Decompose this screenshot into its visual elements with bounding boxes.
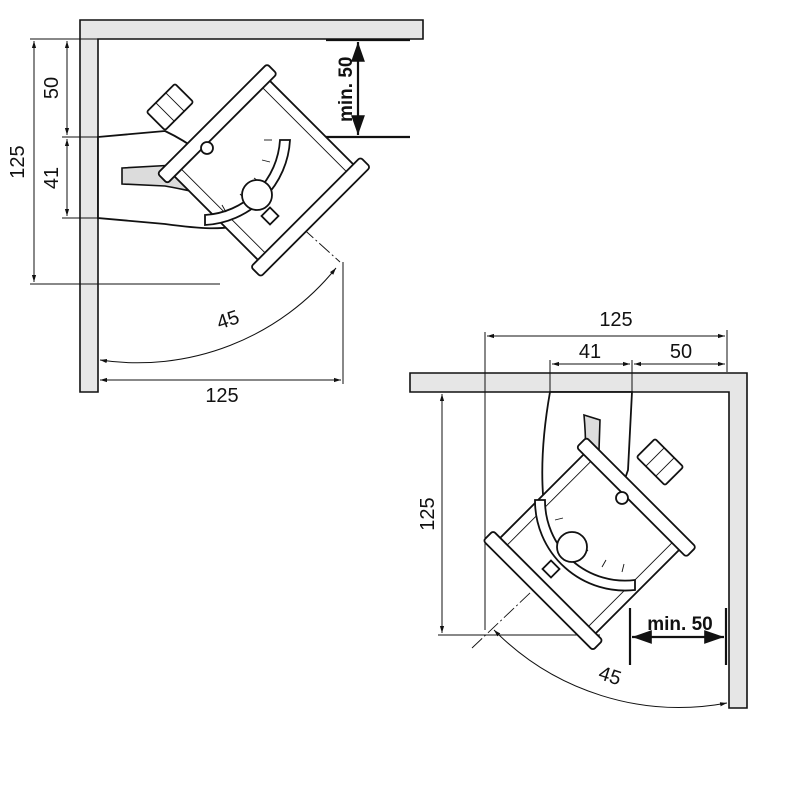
right-dim-45: 45 xyxy=(596,662,624,690)
left-dim-125-horizontal: 125 xyxy=(205,385,238,407)
left-dim-125-vertical: 125 xyxy=(7,145,29,178)
right-cable-gland xyxy=(636,438,684,486)
left-pivot-knob xyxy=(241,179,273,211)
left-angle-dimension: 45 xyxy=(99,267,337,364)
left-offset-dimensions: 50 41 xyxy=(41,41,110,219)
right-clamp-screw xyxy=(541,559,561,579)
left-view: min. 50 125 50 41 125 45 xyxy=(7,19,424,407)
right-min-clearance-label: min. 50 xyxy=(647,614,712,635)
left-min-clearance-label: min. 50 xyxy=(336,57,357,122)
left-lock-pin xyxy=(200,141,214,155)
left-dim-41: 41 xyxy=(41,167,63,189)
right-lock-pin xyxy=(615,491,629,505)
right-camera-housing xyxy=(483,437,696,650)
left-dim-45: 45 xyxy=(214,306,242,334)
right-horizontal-125-dimension: 125 xyxy=(484,309,728,630)
right-min-clearance-dimension: min. 50 xyxy=(628,608,728,665)
right-angle-dimension: 45 xyxy=(493,629,728,708)
right-dim-41: 41 xyxy=(579,341,601,363)
right-pivot-knob xyxy=(556,531,588,563)
right-dim-125-horizontal: 125 xyxy=(599,309,632,331)
left-cable-gland xyxy=(146,83,194,131)
right-dim-50: 50 xyxy=(670,341,692,363)
left-min-clearance-dimension: min. 50 xyxy=(326,38,410,139)
left-clamp-screw xyxy=(260,206,280,226)
right-offset-dimensions: 41 50 xyxy=(549,341,725,400)
right-dim-125-vertical: 125 xyxy=(417,497,439,530)
left-dim-50: 50 xyxy=(41,77,63,99)
right-wall-corner xyxy=(409,372,748,709)
right-view: 125 41 50 125 min. 50 45 xyxy=(409,309,748,709)
left-horizontal-125-dimension: 125 xyxy=(100,262,344,407)
